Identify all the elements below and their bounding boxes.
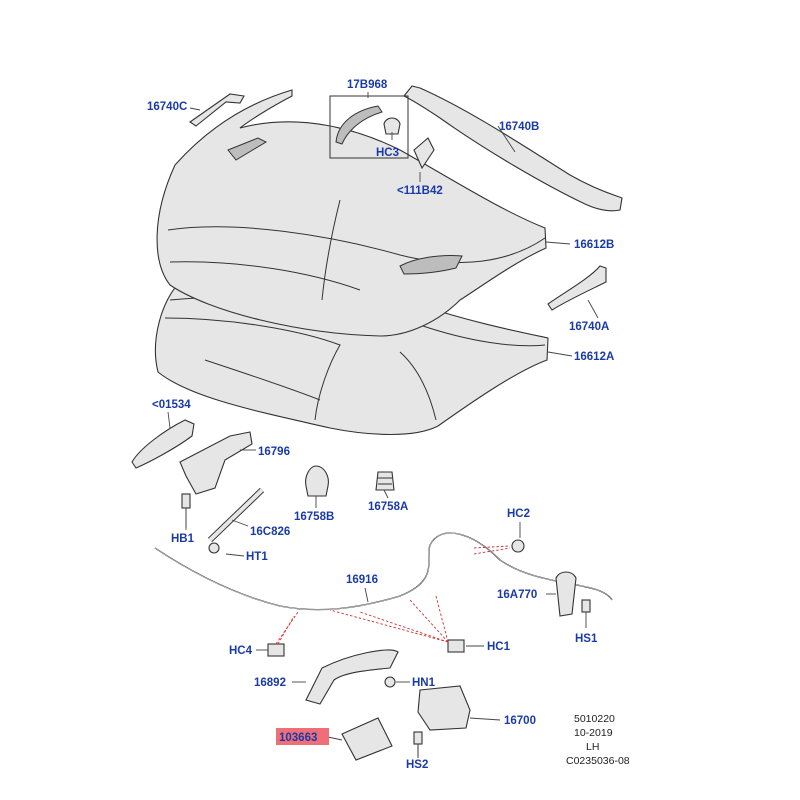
bump-stop-16758A [375,471,395,491]
clip-HC1 [447,639,465,653]
vent-17B968 [329,95,409,159]
diagram-ref: C0235036-08 [566,755,630,767]
release-handle-16A770 [555,571,577,617]
hood-outer-panel [156,89,547,337]
label-16916: 16916 [346,574,378,586]
label-HN1: HN1 [412,677,436,689]
diagram-date: 10-2019 [574,727,613,739]
label-16892: 16892 [254,677,286,689]
label-HT1: HT1 [246,551,268,563]
label-16A770: 16A770 [497,589,537,601]
label-16740C: 16740C [147,101,187,113]
hinge-cover-01534 [131,419,195,469]
bracket-16892 [305,649,399,705]
nut-HN1 [384,676,396,688]
latch-16700 [417,685,471,731]
label-16612B: 16612B [574,239,614,251]
seal-16740C [189,93,245,127]
label-HC2: HC2 [507,508,530,520]
label-16758A: 16758A [368,501,408,513]
highlight-box-103663 [276,728,329,745]
label-HC1: HC1 [487,641,511,653]
label-16758B: 16758B [294,511,334,523]
hinge-16796 [179,431,253,495]
callout-lines [275,545,511,645]
label-HB1: HB1 [171,533,195,545]
diagram-side: LH [586,741,599,753]
label-HS2: HS2 [406,759,428,771]
leader-lines [167,92,599,758]
label-17B968: 17B968 [347,79,388,91]
label-16796: 16796 [258,446,290,458]
label-HC3: HC3 [376,147,399,159]
gas-strut-16C826 [207,487,265,554]
clip-111B42 [413,137,435,170]
label-16740A: 16740A [569,321,609,333]
label-HC4: HC4 [229,645,253,657]
clip-HC4 [267,643,285,657]
label-HS1: HS1 [575,633,598,645]
shield-103663 [341,717,393,761]
bolt-HS1 [581,599,591,613]
bolt-HS2 [413,731,423,758]
clip-HC2 [511,539,525,553]
label-16C826: 16C826 [250,526,290,538]
label-103663: 103663 [279,732,317,744]
release-cable-16916 [154,532,613,611]
label-111B42: <111B42 [397,185,443,197]
label-16740B: 16740B [499,121,539,133]
diagram-code: 5010220 [574,713,615,725]
bump-stop-16758B [305,465,329,497]
label-01534: <01534 [152,399,191,411]
label-16612A: 16612A [574,351,614,363]
label-16700: 16700 [504,715,536,727]
seal-16740A [547,265,607,311]
